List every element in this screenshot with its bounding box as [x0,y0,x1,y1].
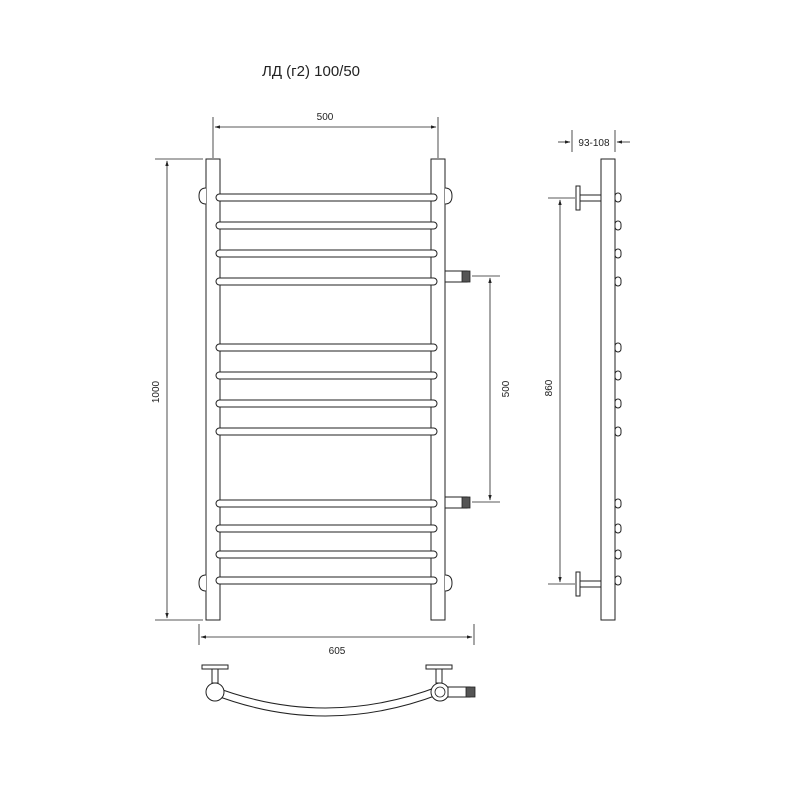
rung-group-middle [215,343,438,436]
rung [215,221,438,230]
rung-group-bottom [215,499,438,585]
connection-bottom [444,496,471,509]
overall-width-label: 605 [329,646,346,657]
height-dimension: 1000 [151,158,203,621]
side-view: 93-108 [544,130,630,621]
rung [215,550,438,559]
overall-width-dimension: 605 [198,624,475,657]
rung [215,427,438,436]
front-view: 500 1000 [151,112,512,657]
side-mount-top [575,185,602,211]
wall-offset-label: 93-108 [578,138,610,149]
rung [215,193,438,202]
mount-stub-bottom-right [444,574,453,592]
rung [215,576,438,585]
rung [215,277,438,286]
mount-spacing-label: 860 [544,379,555,396]
mount-stub-top-right [444,187,453,205]
connection-spacing-label: 500 [501,380,512,397]
curved-rail-inner [211,693,441,717]
mount-spacing-dimension: 860 [544,197,575,585]
width-dimension-label: 500 [317,112,334,123]
side-mount-bottom [575,571,602,597]
width-dimension: 500 [212,112,439,158]
rung [215,399,438,408]
wall-offset-dimension: 93-108 [558,130,630,152]
rung-group-top [215,193,438,286]
rung [215,371,438,380]
wall-flange-left [201,664,229,670]
connection-spacing-dimension: 500 [472,275,512,503]
mount-stub-bottom-left [198,574,207,592]
rung [215,249,438,258]
curved-rail-outer [211,685,441,709]
connection-top [444,270,471,283]
mount-stub-top-left [198,187,207,205]
side-bar [600,158,616,621]
wall-flange-right [425,664,453,670]
end-cap-left [205,682,225,702]
rung [215,499,438,508]
rung-ends [614,192,622,586]
end-cap-right [430,682,450,702]
mount-post-right [435,668,443,684]
product-title: ЛД (г2) 100/50 [262,63,361,80]
rung [215,343,438,352]
top-view [201,664,476,717]
rung [215,524,438,533]
mount-post-left [211,668,219,684]
height-dimension-label: 1000 [151,380,162,403]
